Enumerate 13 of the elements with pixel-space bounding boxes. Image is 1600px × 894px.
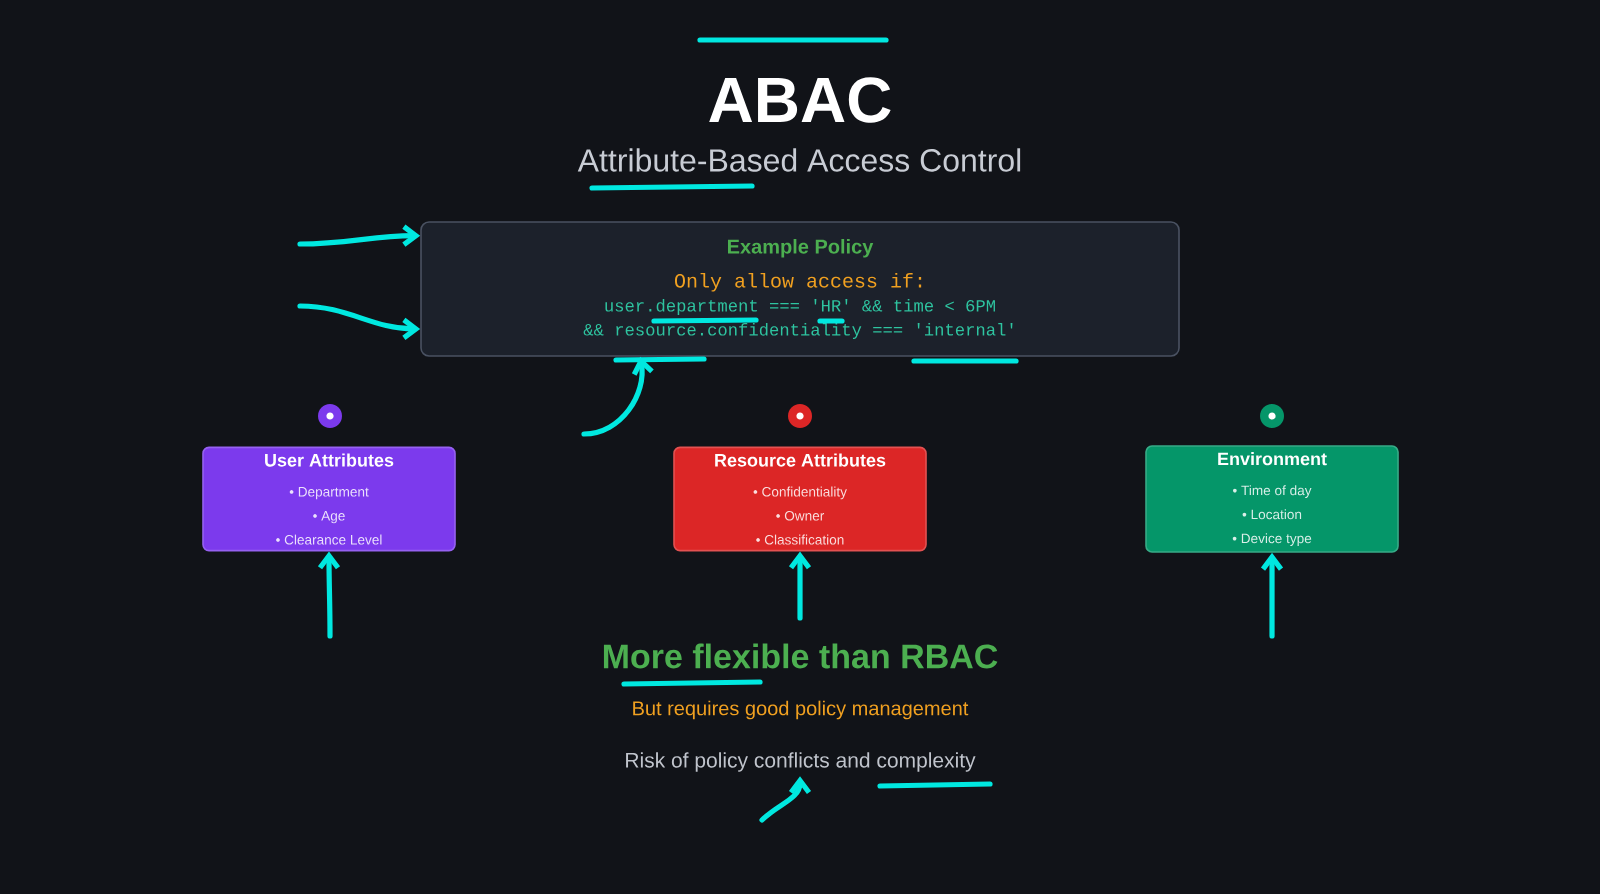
arrow xyxy=(581,356,654,437)
policy-box: Example Policy Only allow access if: user.department === 'HR' && time < 6PM && resource.confidentiality === 'internal' xyxy=(420,221,1180,357)
highlight-text: More flexible than RBAC xyxy=(603,643,998,669)
arrow xyxy=(788,551,812,621)
arrow xyxy=(317,551,341,639)
arrow xyxy=(759,776,812,823)
note-text: Risk of policy conflicts and complexity xyxy=(626,752,976,772)
arrow xyxy=(297,303,421,340)
arrow xyxy=(297,224,421,247)
subtitle: Attribute-Based Access Control xyxy=(577,148,1021,172)
arrow xyxy=(1260,552,1284,639)
note-text: But requires good policy management xyxy=(633,700,969,720)
title: ABAC xyxy=(709,77,891,123)
